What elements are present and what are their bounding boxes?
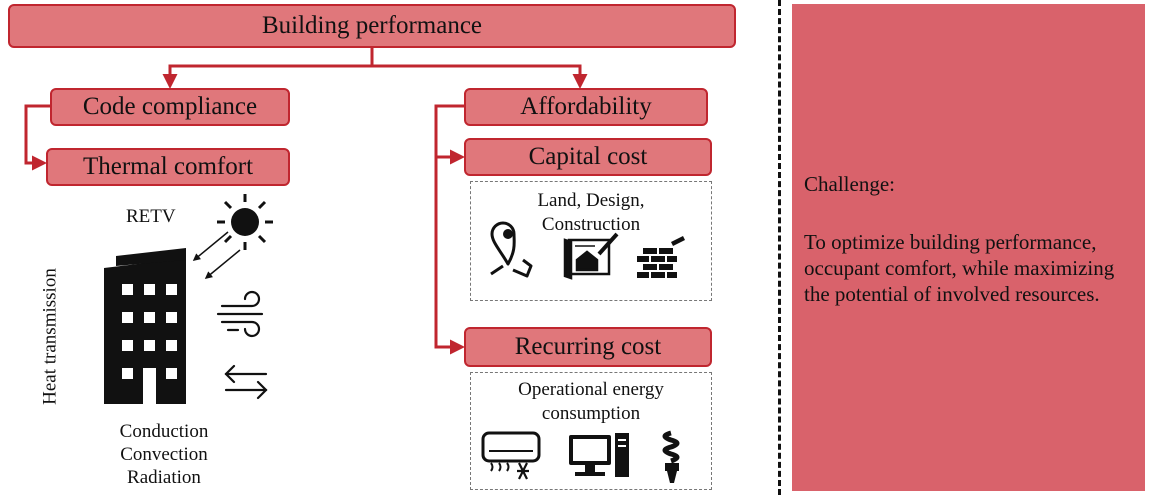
transmission-modes: Conduction Convection Radiation	[94, 420, 234, 489]
capital-text-line-1: Land, Design,	[537, 190, 645, 211]
recurring-cost-label: Recurring cost	[514, 333, 662, 360]
challenge-panel: Challenge: To optimize building performa…	[792, 4, 1145, 491]
code-compliance-label: Code compliance	[82, 93, 258, 120]
recurring-text-line-2: consumption	[541, 403, 641, 424]
affordability-box: Affordability	[464, 88, 708, 126]
retv-label: RETV	[126, 206, 176, 227]
building-performance-label: Building performance	[261, 12, 483, 39]
challenge-body: To optimize building performance, occupa…	[804, 230, 1115, 306]
capital-cost-box: Capital cost	[464, 138, 712, 176]
thermal-comfort-label: Thermal comfort	[82, 153, 254, 180]
affordability-label: Affordability	[520, 93, 652, 120]
map-location-icon	[490, 221, 533, 278]
heat-transmission-label: Heat transmission	[39, 268, 61, 405]
brick-wall-icon	[637, 236, 685, 278]
capital-text-line-2: Construction	[541, 214, 641, 235]
thermal-comfort-box: Thermal comfort	[46, 148, 290, 186]
mode-convection: Convection	[120, 444, 208, 465]
mode-conduction: Conduction	[119, 421, 209, 442]
code-compliance-box: Code compliance	[50, 88, 290, 126]
building-performance-box: Building performance	[8, 4, 736, 48]
computer-icon	[569, 433, 629, 477]
mode-radiation: Radiation	[127, 467, 201, 488]
house-blueprint-icon	[563, 232, 619, 280]
capital-cost-label: Capital cost	[528, 143, 648, 170]
capital-cost-panel: Land, Design, Construction	[470, 181, 712, 301]
challenge-title: Challenge:	[804, 172, 895, 196]
recurring-cost-panel: Operational energy consumption	[470, 372, 712, 490]
cfl-bulb-icon	[662, 430, 680, 483]
air-conditioner-icon	[481, 431, 541, 480]
recurring-cost-box: Recurring cost	[464, 327, 712, 367]
vertical-divider	[778, 0, 781, 495]
recurring-text-line-1: Operational energy	[518, 379, 664, 400]
